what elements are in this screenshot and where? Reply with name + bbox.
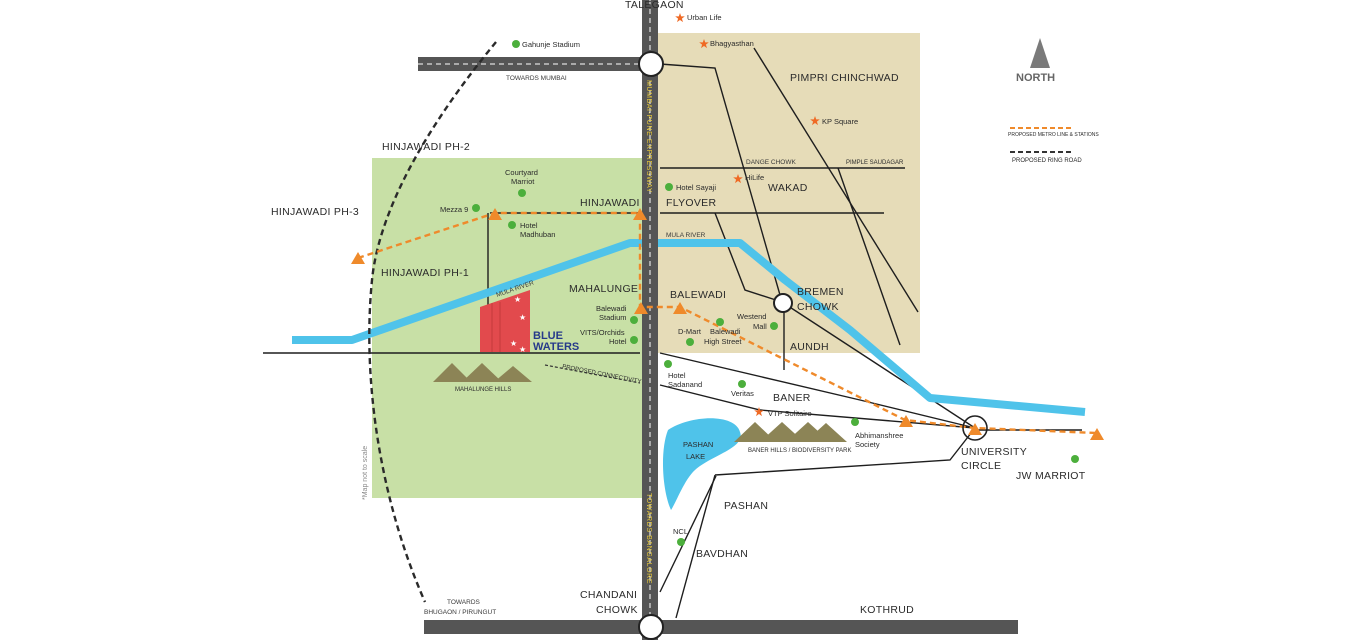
- dange-chowk-label: DANGE CHOWK: [746, 159, 797, 166]
- towards-mumbai-label: TOWARDS MUMBAI: [506, 75, 567, 82]
- mula-river-label-2: MULA RIVER: [666, 232, 706, 239]
- area-hinjawadi-ph3: HINJAWADI PH-3: [271, 206, 359, 218]
- landmark-highstreet-2: High Street: [704, 337, 742, 346]
- landmark-veritas: Veritas: [731, 389, 754, 398]
- area-flyover: FLYOVER: [666, 197, 716, 209]
- landmark-dots: [472, 40, 1079, 546]
- svg-text:★: ★: [510, 339, 517, 348]
- mahalunge-hills: [433, 363, 532, 382]
- legend-metro-label: PROPOSED METRO LINE & STATIONS: [1008, 132, 1099, 138]
- area-chandani-2: CHOWK: [596, 604, 638, 616]
- baner-hills-label: BANER HILLS / BIODIVERSITY PARK: [748, 448, 851, 454]
- area-university-2: CIRCLE: [961, 460, 1001, 472]
- area-jw-marriot: JW MARRIOT: [1016, 470, 1086, 482]
- landmark-courtyard-1: Courtyard: [505, 168, 538, 177]
- landmark-ncl: NCL: [673, 527, 688, 536]
- landmark-vtp: VTP Solitaire: [768, 409, 812, 418]
- landmark-hotel-sayaji: Hotel Sayaji: [676, 183, 716, 192]
- towards-bhugaon-2: BHUGAON / PIRUNGUT: [424, 609, 496, 616]
- landmark-vits-2: Hotel: [609, 337, 627, 346]
- brand-line1: BLUE: [533, 330, 563, 342]
- highways: [418, 0, 1018, 640]
- pashan-lake: [662, 418, 741, 510]
- pashan-lake-label-1: PASHAN: [683, 440, 713, 449]
- landmark-courtyard-2: Marriot: [511, 177, 535, 186]
- area-talegaon: TALEGAON: [625, 0, 684, 11]
- bremen-chowk-junction: [773, 293, 793, 313]
- chandani-chowk-junction: [638, 614, 664, 640]
- svg-text:★: ★: [514, 295, 521, 304]
- landmark-sadanand-1: Hotel: [668, 371, 686, 380]
- blue-waters-plot: ★ ★ ★ ★: [480, 290, 530, 354]
- svg-text:★: ★: [519, 313, 526, 322]
- area-mahalunge: MAHALUNGE: [569, 283, 638, 295]
- landmark-gahunje: Gahunje Stadium: [522, 40, 580, 49]
- scale-note: *Map not to scale: [362, 446, 369, 500]
- expressway-label: MUMBAI-PUNE EXPRESSWAY: [645, 80, 652, 193]
- area-hinjawadi: HINJAWADI: [580, 197, 640, 209]
- landmark-vits-1: VITS/Orchids: [580, 328, 625, 337]
- landmark-abhimanshree-2: Society: [855, 440, 880, 449]
- area-kothrud: KOTHRUD: [860, 604, 914, 616]
- area-balewadi: BALEWADI: [670, 289, 726, 301]
- area-hinjawadi-ph1: HINJAWADI PH-1: [381, 267, 469, 279]
- svg-text:★: ★: [519, 345, 526, 354]
- brand-line2: WATERS: [533, 341, 579, 353]
- area-university-1: UNIVERSITY: [961, 446, 1027, 458]
- mula-river: [292, 239, 1086, 416]
- landmark-sadanand-2: Sadanand: [668, 380, 702, 389]
- area-hinjawadi-ph2: HINJAWADI PH-2: [382, 141, 470, 153]
- proposed-ring-road: [368, 41, 497, 603]
- pimple-saudagar-label: PIMPLE SAUDAGAR: [846, 160, 904, 166]
- landmark-dmart: D-Mart: [678, 327, 702, 336]
- legend-ring-road-label: PROPOSED RING ROAD: [1012, 158, 1082, 164]
- university-circle-junction: [962, 415, 988, 441]
- landmark-balewadi-stadium-1: Balewadi: [596, 304, 627, 313]
- landmark-highstreet-1: Balewadi: [710, 327, 741, 336]
- proposed-connectivity-road: [544, 364, 641, 384]
- landmark-balewadi-stadium-2: Stadium: [599, 313, 627, 322]
- area-bremen-2: CHOWK: [797, 301, 839, 313]
- area-pashan: PASHAN: [724, 500, 768, 512]
- landmark-westend-1: Westend: [737, 312, 766, 321]
- landmark-westend-2: Mall: [753, 322, 767, 331]
- landmark-mezza9: Mezza 9: [440, 205, 468, 214]
- pashan-lake-label-2: LAKE: [686, 452, 705, 461]
- landmark-bhagyasthan: Bhagyasthan: [710, 39, 754, 48]
- compass-label: NORTH: [1016, 72, 1055, 84]
- area-baner: BANER: [773, 392, 811, 404]
- area-wakad: WAKAD: [768, 182, 808, 194]
- north-arrow-icon: [1030, 38, 1050, 68]
- landmark-urban-life: Urban Life: [687, 13, 722, 22]
- landmark-hilife: HiLife: [745, 173, 764, 182]
- towards-bangalore-label: TOWARDS BANGALORE: [645, 493, 652, 584]
- area-pimpri-chinchwad: PIMPRI CHINCHWAD: [790, 72, 899, 84]
- landmark-madhuban-1: Hotel: [520, 221, 538, 230]
- landmark-madhuban-2: Madhuban: [520, 230, 555, 239]
- landmark-abhimanshree-1: Abhimanshree: [855, 431, 903, 440]
- towards-bhugaon-1: TOWARDS: [447, 599, 481, 606]
- area-chandani-1: CHANDANI: [580, 589, 637, 601]
- area-bremen-1: BREMEN: [797, 286, 844, 298]
- baner-hills: [734, 422, 847, 442]
- landmark-kp-square: KP Square: [822, 117, 858, 126]
- talegaon-junction: [638, 51, 664, 77]
- mahalunge-hills-label: MAHALUNGE HILLS: [455, 387, 511, 393]
- area-aundh: AUNDH: [790, 341, 829, 353]
- area-bavdhan: BAVDHAN: [696, 548, 748, 560]
